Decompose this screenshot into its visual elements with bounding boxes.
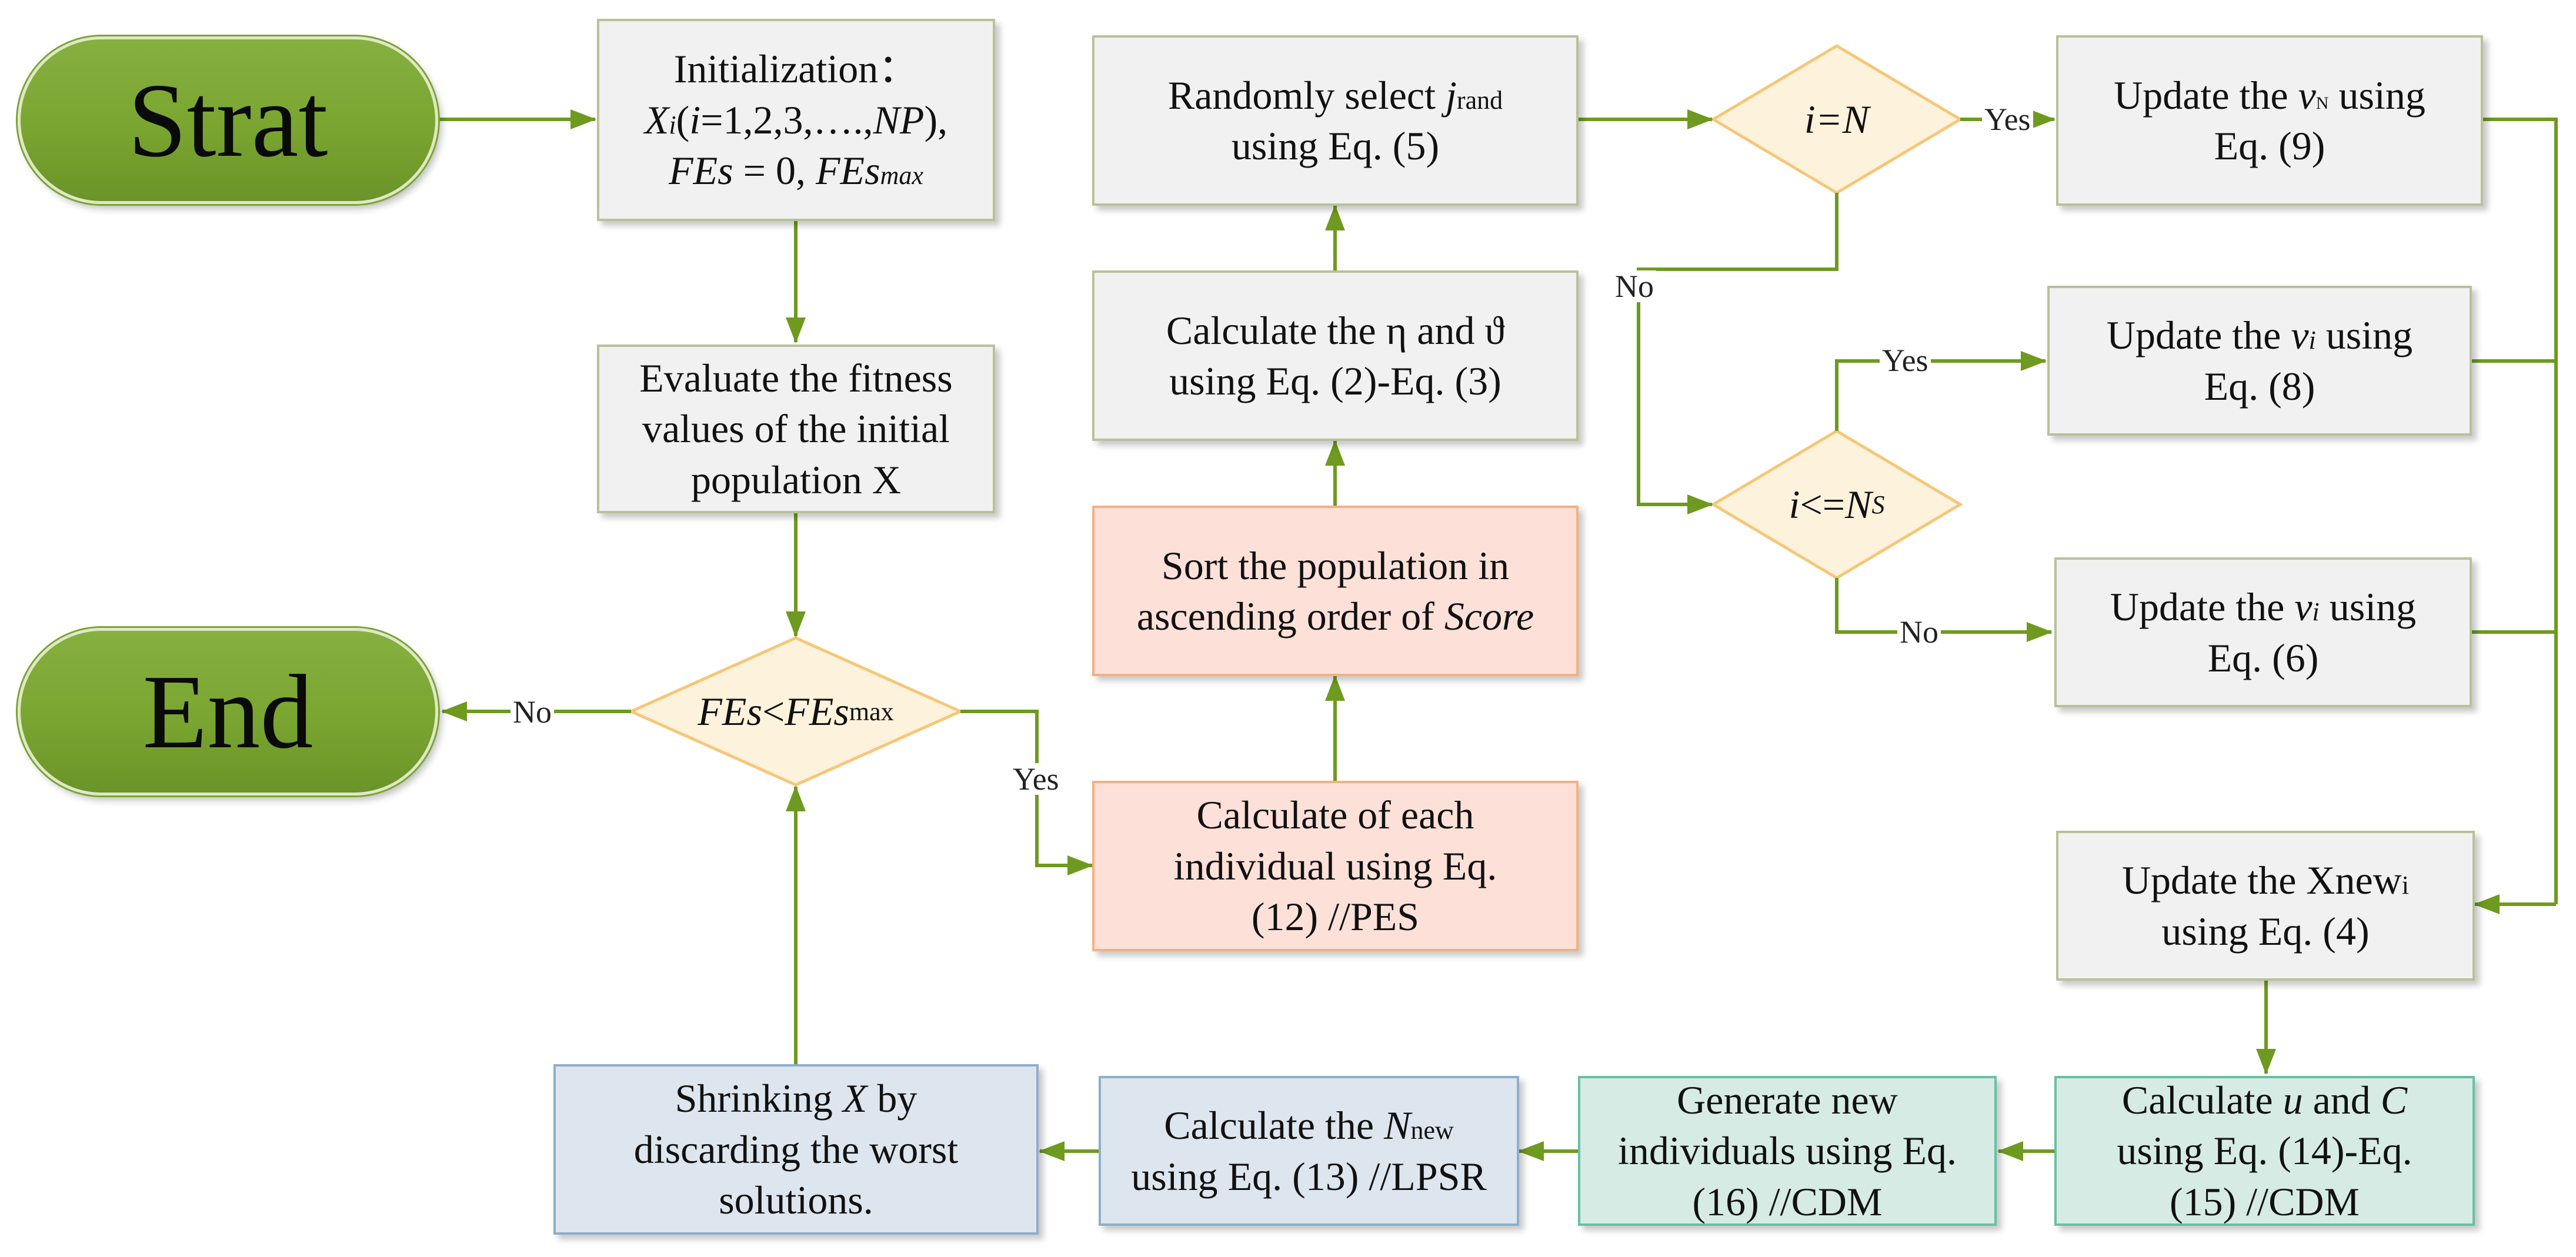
shrink-line1: Shrinking X by bbox=[675, 1076, 917, 1121]
evaluate-line2: values of the initial bbox=[642, 406, 950, 452]
edge-vn-collector bbox=[2483, 118, 2558, 904]
calc-eta-box: Calculate the η and ϑ using Eq. (2)-Eq. … bbox=[1092, 270, 1579, 441]
edge-label-yes-loop: Yes bbox=[1010, 763, 1062, 795]
edge-label-no-ins: No bbox=[1897, 616, 1941, 648]
update-xnew-line2: using Eq. (4) bbox=[2161, 908, 2370, 954]
select-j-line2: using Eq. (5) bbox=[1231, 123, 1440, 168]
evaluate-line3: population X bbox=[691, 457, 901, 502]
generate-line3: (16) //CDM bbox=[1692, 1179, 1883, 1224]
calc-nnew-line2: using Eq. (13) //LPSR bbox=[1131, 1154, 1487, 1199]
update-vi6-box: Update the vi using Eq. (6) bbox=[2054, 557, 2472, 707]
shrink-line2: discarding the worst bbox=[633, 1126, 959, 1172]
update-vn-line2: Eq. (9) bbox=[2214, 123, 2325, 168]
update-vi8-box: Update the vi using Eq. (8) bbox=[2047, 286, 2472, 436]
update-vi6-line1: Update the vi using bbox=[2110, 584, 2417, 630]
calc-pes-line2: individual using Eq. bbox=[1173, 843, 1497, 888]
shrink-box: Shrinking X by discarding the worst solu… bbox=[553, 1064, 1039, 1235]
update-xnew-line1: Update the Xnewi bbox=[2121, 858, 2410, 903]
calc-pes-line1: Calculate of each bbox=[1196, 793, 1474, 838]
update-vi8-line2: Eq. (8) bbox=[2204, 363, 2315, 409]
update-vn-line1: Update the vN using bbox=[2114, 72, 2425, 118]
edge-label-no-in: No bbox=[1613, 270, 1656, 302]
start-terminal: Strat bbox=[18, 36, 438, 204]
loop-check-diamond-shape bbox=[627, 636, 965, 787]
edge-checkins-vi8 bbox=[1835, 351, 2047, 431]
update-vi8-line1: Update the vi using bbox=[2106, 313, 2413, 358]
calc-pes-box: Calculate of each individual using Eq. (… bbox=[1092, 781, 1579, 951]
generate-line2: individuals using Eq. bbox=[1617, 1128, 1957, 1174]
end-terminal: End bbox=[18, 628, 438, 795]
generate-box: Generate new individuals using Eq. (16) … bbox=[1578, 1076, 1997, 1226]
init-line2: Xi(i=1,2,3,….,NP), bbox=[644, 97, 948, 142]
evaluate-box: Evaluate the fitness values of the initi… bbox=[597, 345, 995, 513]
edge-label-yes-ins: Yes bbox=[1880, 345, 1931, 376]
evaluate-line1: Evaluate the fitness bbox=[639, 355, 953, 400]
calc-eta-line1: Calculate the η and ϑ bbox=[1166, 307, 1505, 353]
update-xnew-box: Update the Xnewi using Eq. (4) bbox=[2056, 831, 2475, 981]
edge-checkins-vi6 bbox=[1835, 578, 2053, 642]
sort-line1: Sort the population in bbox=[1161, 543, 1510, 588]
sort-line2: ascending order of Score bbox=[1136, 594, 1534, 638]
init-line3: FEs = 0, FEsmax bbox=[669, 148, 923, 193]
sort-box: Sort the population in ascending order o… bbox=[1092, 506, 1579, 676]
generate-line1: Generate new bbox=[1677, 1077, 1898, 1122]
calc-uc-line1: Calculate u and C bbox=[2121, 1077, 2408, 1122]
calc-nnew-box: Calculate the Nnew using Eq. (13) //LPSR bbox=[1099, 1076, 1519, 1226]
update-vn-box: Update the vN using Eq. (9) bbox=[2056, 35, 2483, 206]
init-box: Initialization： Xi(i=1,2,3,….,NP), FEs =… bbox=[597, 19, 995, 221]
edge-checkin-checkins bbox=[1637, 193, 1838, 514]
edge-label-yes-in: Yes bbox=[1982, 103, 2033, 135]
select-j-box: Randomly select jrand using Eq. (5) bbox=[1092, 35, 1579, 206]
init-line1: Initialization： bbox=[673, 46, 919, 92]
shrink-line3: solutions. bbox=[719, 1178, 873, 1223]
edge-label-no-end: No bbox=[510, 696, 554, 728]
update-vi6-line2: Eq. (6) bbox=[2207, 635, 2319, 680]
select-j-line1: Randomly select jrand bbox=[1167, 72, 1503, 118]
start-label: Strat bbox=[128, 62, 328, 179]
calc-pes-line3: (12) //PES bbox=[1251, 894, 1420, 940]
check-i-eq-n-label: i=N bbox=[1804, 96, 1870, 142]
calc-eta-line2: using Eq. (2)-Eq. (3) bbox=[1169, 359, 1501, 403]
calc-uc-line2: using Eq. (14)-Eq. bbox=[2117, 1128, 2413, 1174]
calc-nnew-line1: Calculate the Nnew bbox=[1164, 1103, 1454, 1148]
calc-uc-box: Calculate u and C using Eq. (14)-Eq. (15… bbox=[2054, 1076, 2475, 1226]
end-label: End bbox=[142, 653, 313, 770]
calc-uc-line3: (15) //CDM bbox=[2170, 1179, 2360, 1224]
